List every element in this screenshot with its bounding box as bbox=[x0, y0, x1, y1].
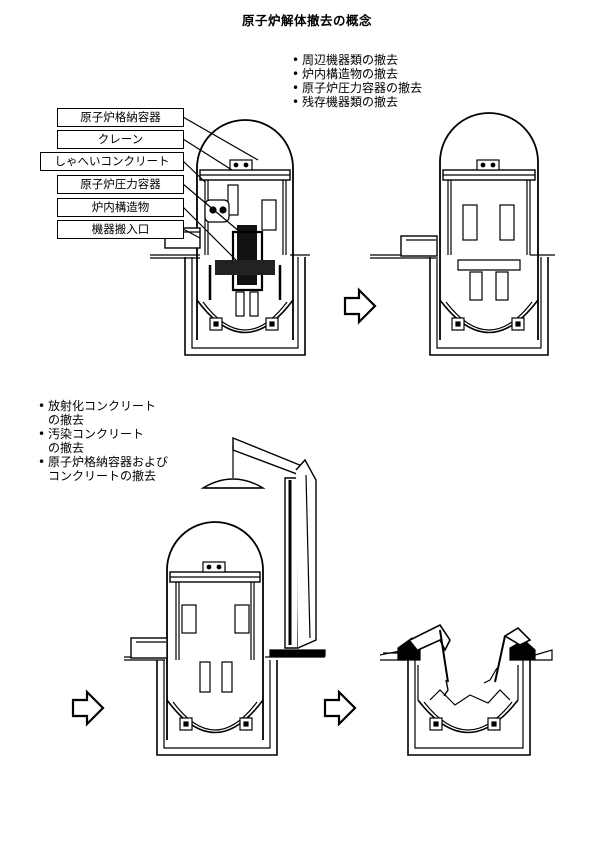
step2-item-text-cont: の撤去 bbox=[48, 413, 85, 427]
step2-item-text: 汚染コンクリート bbox=[48, 427, 145, 441]
step1-item: 炉内構造物の撤去 bbox=[292, 67, 422, 81]
step2-item-text: 放射化コンクリート bbox=[48, 399, 157, 413]
step2-item: 放射化コンクリート の撤去 bbox=[38, 399, 168, 427]
label-equipment-hatch: 機器搬入口 bbox=[57, 220, 184, 239]
label-containment-vessel: 原子炉格納容器 bbox=[57, 108, 184, 127]
step1-item-text: 周辺機器類の撤去 bbox=[302, 53, 399, 67]
step1-item-text: 残存機器類の撤去 bbox=[302, 95, 399, 109]
label-pressure-vessel: 原子炉圧力容器 bbox=[57, 175, 184, 194]
step1-item: 残存機器類の撤去 bbox=[292, 95, 422, 109]
label-crane: クレーン bbox=[57, 130, 184, 149]
step2-item: 原子炉格納容器および コンクリートの撤去 bbox=[38, 455, 168, 483]
step2-list: 放射化コンクリート の撤去 汚染コンクリート の撤去 原子炉格納容器および コン… bbox=[38, 399, 168, 483]
label-reactor-internals: 炉内構造物 bbox=[57, 198, 184, 217]
reactor-panel-4 bbox=[379, 623, 553, 756]
step1-item: 周辺機器類の撤去 bbox=[292, 53, 422, 67]
step1-list: 周辺機器類の撤去 炉内構造物の撤去 原子炉圧力容器の撤去 残存機器類の撤去 bbox=[292, 53, 422, 109]
step1-item-text: 炉内構造物の撤去 bbox=[302, 67, 399, 81]
arrow-icon bbox=[323, 690, 357, 726]
step1-item-text: 原子炉圧力容器の撤去 bbox=[302, 81, 423, 95]
step2-item: 汚染コンクリート の撤去 bbox=[38, 427, 168, 455]
reactor-panel-3 bbox=[124, 436, 326, 756]
arrow-icon bbox=[343, 288, 377, 324]
page-title: 原子炉解体撤去の概念 bbox=[241, 13, 372, 28]
step2-item-text-cont: コンクリートの撤去 bbox=[48, 469, 157, 483]
reactor-panel-1 bbox=[150, 116, 310, 356]
step1-item: 原子炉圧力容器の撤去 bbox=[292, 81, 422, 95]
reactor-panel-2 bbox=[370, 112, 555, 356]
label-shielding-concrete: しゃへいコンクリート bbox=[40, 152, 184, 171]
step2-item-text-cont: の撤去 bbox=[48, 441, 85, 455]
step2-item-text: 原子炉格納容器および bbox=[48, 455, 169, 469]
arrow-icon bbox=[71, 690, 105, 726]
